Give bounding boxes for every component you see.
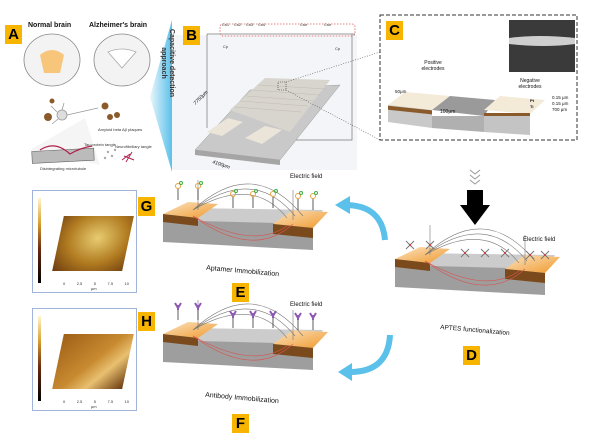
normal-brain-label: Normal brain <box>28 22 72 29</box>
molecule-icon <box>525 250 535 260</box>
molecule-icon <box>250 189 258 208</box>
tick: 5 <box>93 399 96 404</box>
label-b: B <box>183 26 200 45</box>
label-c: C <box>386 21 403 40</box>
approach-wedge <box>150 20 172 172</box>
label-a: A <box>5 25 22 44</box>
label-f: F <box>232 414 249 433</box>
alzheimers-brain-label: Alzheimer's brain <box>89 22 148 29</box>
label-e: E <box>232 283 249 302</box>
label-g: G <box>138 197 155 216</box>
electrode-width-label: 50μm <box>395 89 407 94</box>
afm-unit-g: μm <box>91 286 97 291</box>
molecule-icon <box>500 248 510 258</box>
label-h: H <box>138 312 155 331</box>
cap-n: Csn <box>300 22 308 27</box>
panel-e-device <box>163 180 328 250</box>
molecule-icon <box>229 310 237 328</box>
panel-d-device <box>395 225 560 295</box>
tick: 2.5 <box>76 281 83 286</box>
color-scale-bar <box>38 198 41 283</box>
molecule-icon <box>405 240 415 250</box>
cap-n2: Csn <box>324 22 332 27</box>
afm-surface-h <box>52 334 134 389</box>
tick: 10 <box>124 399 129 404</box>
label-d: D <box>463 346 480 365</box>
molecule-icon <box>195 181 203 200</box>
e-field-label: Electric field <box>290 174 323 180</box>
down-arrow <box>460 169 490 225</box>
afm-panel-g: 0 2.5 5 7.5 10 μm <box>32 190 137 293</box>
molecule-icon <box>249 310 257 328</box>
afm-panel-h: 0 2.5 5 7.5 10 μm <box>32 308 137 411</box>
afm-unit-h: μm <box>91 404 97 409</box>
ti-label: Ti <box>530 104 534 109</box>
molecule-icon <box>310 191 318 210</box>
neuron-image <box>50 102 99 125</box>
tick: 5 <box>93 281 96 286</box>
tick: 7.5 <box>107 281 114 286</box>
neurofibrillary-label: Neurofibrillary tangle <box>115 144 152 149</box>
cap-3: Cs3 <box>246 22 254 27</box>
f-field-label: Electric field <box>290 302 323 308</box>
layer-3: 700 μm <box>552 107 568 112</box>
cap-1: Cs1 <box>222 22 230 27</box>
curved-arrow-d-to-e <box>344 202 388 241</box>
afm-x-ticks-g: 0 2.5 5 7.5 10 <box>63 281 129 286</box>
molecule-icon <box>230 189 238 208</box>
molecule-icon <box>269 310 277 328</box>
tau-label: Tau protein tangle <box>84 142 116 147</box>
plaques-image <box>44 98 120 121</box>
color-scale-bar <box>38 316 41 401</box>
curved-arrow-d-to-f <box>349 334 393 375</box>
molecule-icon <box>480 248 490 258</box>
cp-right: Cp <box>335 46 341 51</box>
molecule-icon <box>295 191 303 210</box>
layer-2: 0.15 μm <box>552 101 569 106</box>
afm-x-ticks-h: 0 2.5 5 7.5 10 <box>63 399 129 404</box>
panel-b-chip <box>172 23 381 170</box>
cp-left: Cp <box>223 44 229 49</box>
pt-label: Pt <box>530 98 534 103</box>
microtubule-image <box>31 147 95 164</box>
afm-surface-g <box>52 216 134 271</box>
molecule-icon <box>294 312 302 330</box>
panel-f-device <box>163 300 328 370</box>
tick: 10 <box>124 281 129 286</box>
tick: 2.5 <box>76 399 83 404</box>
negative-electrodes-label: Negative electrodes <box>518 78 542 90</box>
molecule-icon <box>175 181 183 200</box>
gap-label: 100μm <box>440 109 456 115</box>
cap-4: Cs4 <box>258 22 266 27</box>
microtubule-label: Disintegrating microtubule <box>40 166 87 171</box>
layer-1: 0.15 μm <box>552 95 569 100</box>
tick: 0 <box>63 281 66 286</box>
plaques-label: Amyloid beta Aβ plaques <box>98 127 143 132</box>
positive-electrodes-label: Positive electrodes <box>421 60 445 72</box>
d-field-label: Electric field <box>523 237 556 243</box>
panel-c-electrodes <box>388 92 545 135</box>
molecule-icon <box>270 189 278 208</box>
molecule-icon <box>425 240 435 250</box>
molecule-icon <box>309 312 317 330</box>
panel-a-art <box>23 33 151 165</box>
approach-label: Capacitive detection approach <box>160 28 175 98</box>
tick: 7.5 <box>107 399 114 404</box>
tick: 0 <box>63 399 66 404</box>
molecule-icon <box>460 248 470 258</box>
cap-2: Cs2 <box>234 22 242 27</box>
molecule-icon <box>194 302 202 320</box>
molecule-icon <box>540 250 550 260</box>
sem-image <box>509 20 575 72</box>
molecule-icon <box>174 302 182 320</box>
